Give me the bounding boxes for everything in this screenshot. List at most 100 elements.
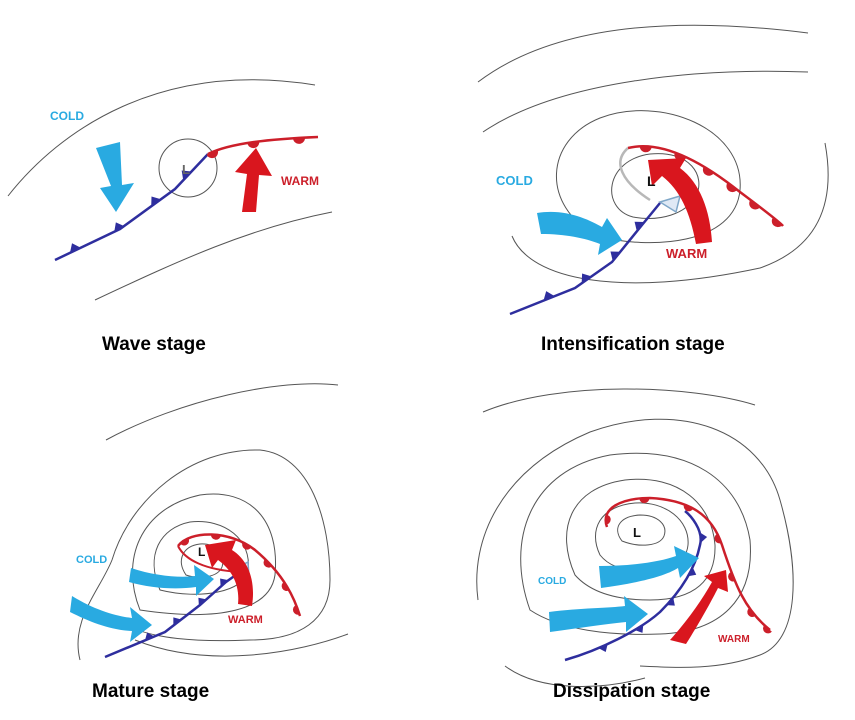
- warm-front-semicircle: [242, 542, 252, 550]
- warm-front-semicircles: [206, 137, 305, 159]
- warm-front-semicircle: [639, 497, 650, 504]
- warm-air-label: WARM: [666, 246, 707, 261]
- stage-title-mature: Mature stage: [92, 681, 210, 702]
- warm-front-semicircle: [293, 137, 305, 144]
- cold-front-triangles: [543, 221, 645, 301]
- warm-front-semicircle: [702, 166, 714, 176]
- cold-air-arrow: [549, 596, 648, 632]
- low-pressure-label: L: [198, 545, 205, 559]
- cold-front-triangle: [700, 532, 708, 543]
- warm-front-semicircles: [179, 534, 300, 615]
- warm-front-semicircle: [206, 149, 219, 159]
- cold-air-label: COLD: [538, 576, 566, 587]
- warm-front-semicircle: [728, 571, 735, 582]
- cold-front-triangle: [598, 644, 608, 653]
- isobar: [617, 514, 666, 546]
- warm-front-line: [177, 533, 302, 617]
- isobar: [482, 388, 756, 413]
- low-pressure-label: L: [633, 525, 641, 540]
- warm-front-semicircle: [763, 625, 772, 634]
- warm-front-semicircles: [605, 497, 772, 634]
- isobar: [477, 24, 809, 83]
- panel-intensification-stage: L COLD WARM: [477, 24, 829, 316]
- cold-front-line: [564, 510, 702, 662]
- warm-front-semicircle: [714, 533, 722, 544]
- low-pressure-label: L: [647, 173, 656, 189]
- cold-air-arrow: [599, 546, 699, 588]
- panel-mature-stage: L COLD WARM: [70, 383, 349, 661]
- cold-air-arrow: [70, 596, 152, 642]
- warm-air-arrow: [670, 570, 728, 644]
- isobar: [105, 383, 339, 441]
- cold-front-triangle: [610, 251, 621, 262]
- isobar: [132, 493, 277, 615]
- cold-air-label: COLD: [50, 109, 84, 123]
- cold-air-arrow: [96, 142, 134, 212]
- warm-front-semicircle: [726, 182, 738, 193]
- panel-dissipation-stage: L COLD WARM: [476, 388, 794, 687]
- cold-front-triangles: [598, 532, 708, 653]
- isobar: [94, 211, 333, 301]
- occluded-front-line: [619, 147, 651, 202]
- warm-air-label: WARM: [281, 174, 319, 188]
- warm-front-semicircle: [749, 199, 761, 210]
- isobar: [504, 665, 646, 687]
- warm-air-label: WARM: [228, 614, 263, 626]
- warm-front-semicircle: [605, 514, 611, 525]
- warm-front-semicircle: [683, 504, 694, 512]
- cold-front-triangle: [543, 291, 555, 301]
- isobar: [520, 452, 751, 635]
- warm-front-semicircle: [210, 534, 221, 540]
- stage-title-intensification: Intensification stage: [541, 334, 725, 355]
- cold-air-label: COLD: [76, 554, 107, 566]
- warm-front-semicircle: [263, 558, 272, 568]
- cold-front-triangle: [198, 597, 207, 606]
- cold-air-arrow: [129, 565, 214, 596]
- warm-front-semicircles: [639, 146, 783, 228]
- cold-front-triangle: [181, 170, 192, 181]
- isobar: [158, 138, 218, 198]
- cold-air-label: COLD: [496, 173, 533, 188]
- cold-front-triangle: [151, 196, 161, 207]
- cold-air-arrow: [537, 211, 622, 255]
- warm-front-semicircle: [281, 581, 290, 591]
- warm-air-arrow: [648, 158, 712, 244]
- isobar: [476, 418, 794, 668]
- isobar: [7, 79, 316, 197]
- warm-front-semicircle: [179, 537, 190, 546]
- cold-front-triangle: [634, 221, 645, 232]
- cold-front-triangles: [69, 170, 192, 253]
- isobar: [511, 142, 829, 284]
- occlusion-triangle: [658, 194, 682, 214]
- warm-air-arrow: [235, 148, 272, 212]
- cold-front-triangle: [688, 567, 697, 577]
- cold-front-triangle: [173, 617, 182, 626]
- isobar: [482, 70, 809, 133]
- cold-front-triangle: [220, 578, 229, 587]
- stage-title-wave: Wave stage: [102, 334, 206, 355]
- cold-front-triangles: [145, 578, 229, 641]
- isobar: [566, 478, 716, 601]
- warm-air-label: WARM: [718, 634, 750, 645]
- cold-front-triangle: [114, 222, 125, 233]
- warm-front-semicircle: [747, 608, 756, 618]
- stage-title-dissipation: Dissipation stage: [553, 681, 711, 702]
- isobar: [77, 449, 331, 661]
- low-pressure-label: L: [182, 162, 190, 177]
- panel-wave-stage: L COLD WARM: [7, 79, 333, 301]
- warm-front-semicircle: [292, 605, 300, 615]
- cold-front-triangle: [145, 632, 155, 641]
- warm-air-arrow: [205, 540, 254, 606]
- warm-front-semicircle: [771, 217, 783, 228]
- cold-front-triangle: [666, 597, 675, 606]
- cold-front-triangle: [581, 273, 592, 284]
- isobar: [134, 633, 349, 657]
- warm-front-semicircle: [247, 141, 260, 149]
- warm-front-semicircle: [639, 146, 652, 153]
- cold-front-triangle: [69, 243, 81, 253]
- cold-front-line: [54, 153, 209, 262]
- cold-front-triangle: [634, 624, 644, 633]
- warm-front-line: [604, 496, 771, 631]
- isobar: [556, 110, 741, 244]
